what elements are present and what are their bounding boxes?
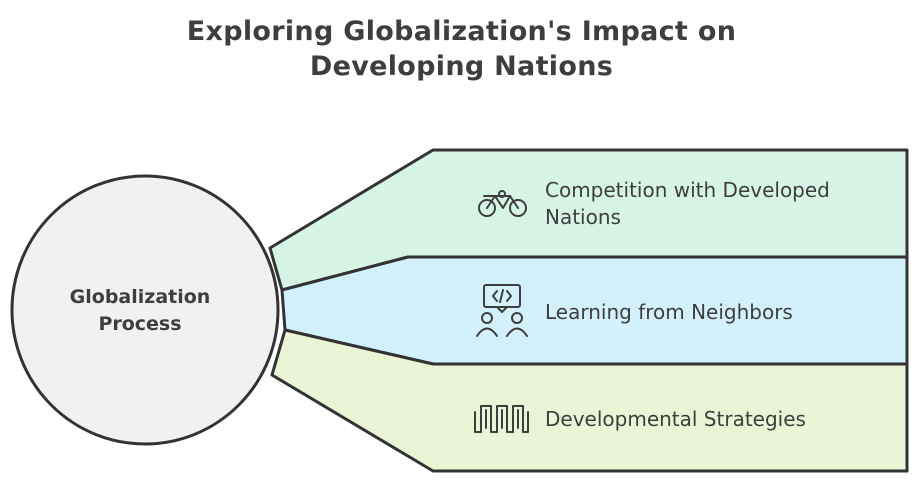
bicycle-icon: [478, 190, 527, 217]
page-title-line-1: Exploring Globalization's Impact on: [186, 16, 737, 47]
wave-pattern-icon: [474, 405, 529, 433]
page-title-line-2: Developing Nations: [309, 51, 614, 82]
branch-learning-label: Learning from Neighbors: [545, 300, 793, 324]
center-label-line-1: Globalization: [69, 286, 211, 308]
branch-competition-label-line-1: Competition with Developed: [545, 178, 830, 202]
center-circle: [10, 174, 280, 446]
code-collaboration-icon: [476, 284, 528, 337]
branch-competition-label-line-2: Nations: [545, 205, 621, 229]
branch-developmental-label: Developmental Strategies: [545, 407, 806, 431]
branch-developmental-shape: [270, 328, 909, 473]
center-label-line-2: Process: [98, 313, 182, 335]
